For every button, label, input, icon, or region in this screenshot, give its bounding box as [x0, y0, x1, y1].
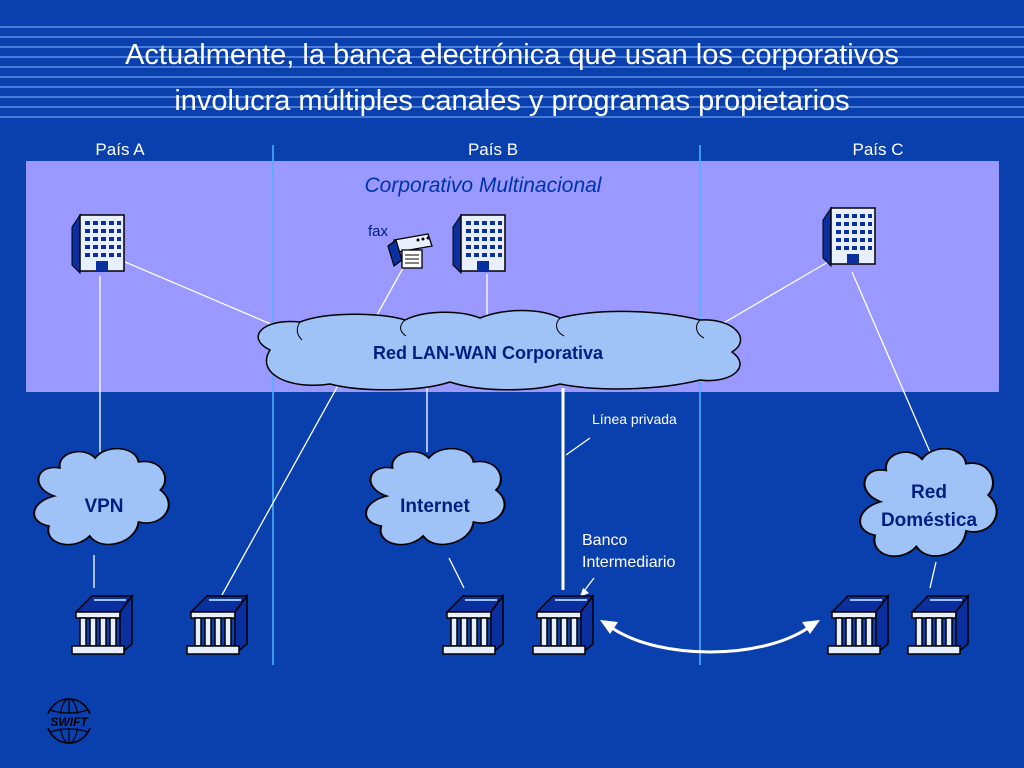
vpn-label: VPN [84, 496, 123, 517]
fax-icon [387, 233, 433, 269]
bank-icon [71, 595, 133, 655]
internet-label: Internet [400, 496, 470, 517]
domestic-network-label-line2: Doméstica [881, 510, 978, 531]
building-icon [71, 214, 125, 274]
private-line-label: Línea privada [592, 411, 677, 427]
building-icon [452, 214, 506, 274]
intermediary-bank-icon [532, 595, 594, 655]
domestic-network-label-line1: Red [911, 482, 947, 503]
fax-label: fax [368, 223, 389, 240]
intermediary-bank-label-line2: Intermediario [582, 554, 675, 571]
title-stripes [0, 26, 1024, 118]
slide-title-line2: involucra múltiples canales y programas … [174, 85, 849, 117]
country-label-a: País A [95, 140, 145, 159]
corporate-label: Corporativo Multinacional [365, 174, 603, 197]
bank-icon [186, 595, 248, 655]
building-icon [822, 207, 876, 267]
swift-logo-icon: SWIFT [45, 698, 93, 744]
intermediary-bank-label-line1: Banco [582, 532, 627, 549]
connection-lines [93, 261, 937, 596]
country-label-b: País B [468, 140, 518, 159]
bank-exchange-arrow [600, 620, 820, 654]
bank-icon [907, 595, 969, 655]
slide-title-line1: Actualmente, la banca electrónica que us… [125, 39, 899, 71]
bank-icon [827, 595, 889, 655]
country-label-c: País C [852, 140, 903, 159]
lan-wan-cloud [257, 309, 742, 391]
lan-wan-label: Red LAN-WAN Corporativa [373, 343, 604, 363]
swift-logo-text: SWIFT [50, 715, 89, 729]
bank-icon [442, 595, 504, 655]
intermediary-pointer-arrowhead [580, 588, 589, 597]
